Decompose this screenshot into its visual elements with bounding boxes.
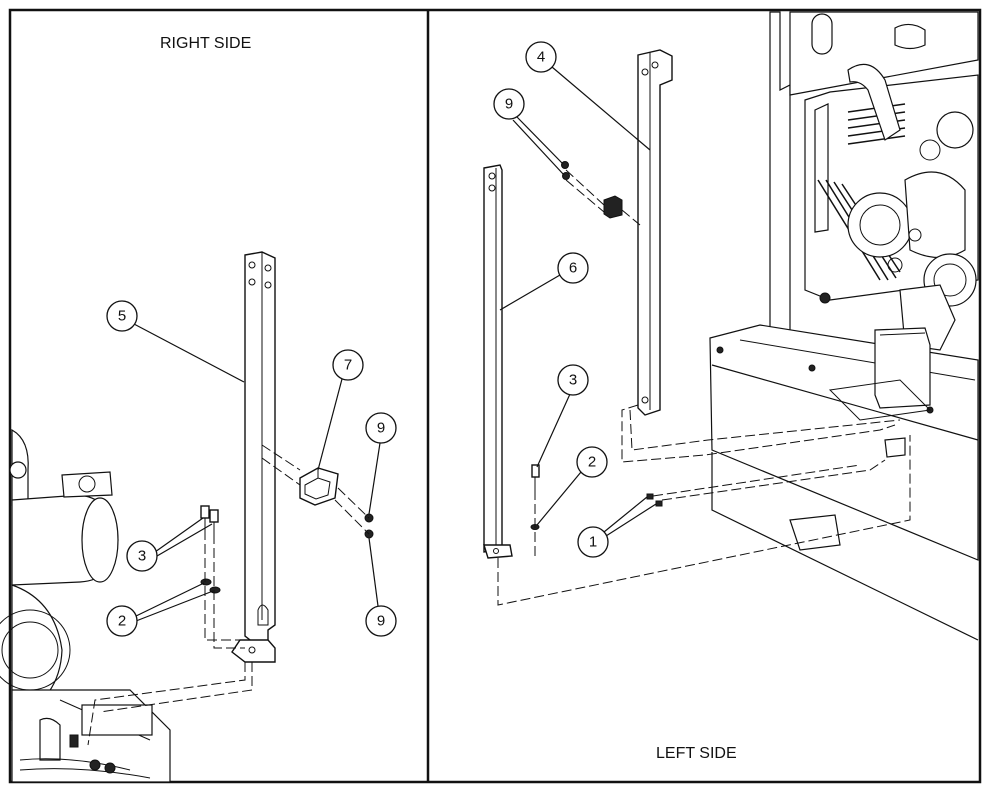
assembly-lines-right — [87, 444, 370, 746]
callout-6: 6 — [499, 252, 589, 311]
bolts-1-left — [646, 493, 663, 507]
support-bar-5 — [231, 251, 276, 663]
callout-9-lower-right: 9 — [365, 537, 397, 637]
svg-text:4: 4 — [537, 49, 545, 66]
callout-4: 4 — [525, 41, 651, 151]
callout-3-left: 3 — [536, 364, 589, 468]
callout-2-left: 2 — [536, 446, 608, 526]
svg-text:3: 3 — [138, 548, 146, 565]
callout-9-left: 9 — [493, 88, 565, 176]
svg-text:1: 1 — [589, 534, 597, 551]
bracket-left — [603, 195, 623, 219]
bolt-3-left — [531, 464, 540, 490]
generator-skid-base — [709, 324, 979, 641]
svg-text:9: 9 — [377, 420, 385, 437]
svg-text:9: 9 — [505, 96, 513, 113]
svg-text:5: 5 — [118, 308, 126, 325]
left-side-panel: LEFT SIDE — [483, 11, 979, 762]
callout-1: 1 — [577, 496, 657, 558]
callout-3-right: 3 — [126, 517, 213, 572]
left-side-label: LEFT SIDE — [656, 745, 737, 762]
svg-text:3: 3 — [569, 372, 577, 389]
svg-text:2: 2 — [588, 454, 596, 471]
right-side-panel: RIGHT SIDE — [0, 35, 397, 783]
nuts-9-left — [561, 161, 570, 180]
engine-fragment — [0, 428, 171, 783]
generator-frame — [769, 11, 979, 371]
svg-text:6: 6 — [569, 260, 577, 277]
svg-text:9: 9 — [377, 613, 385, 630]
support-bar-6 — [483, 164, 513, 559]
right-side-label: RIGHT SIDE — [160, 35, 251, 52]
bracket-7 — [299, 467, 339, 506]
svg-text:7: 7 — [344, 357, 352, 374]
outer-frame — [8, 8, 982, 784]
callout-7: 7 — [317, 349, 364, 471]
washers-2-right — [200, 578, 221, 594]
callout-5: 5 — [106, 300, 245, 383]
bolts-3-right — [200, 505, 219, 534]
callout-2-right: 2 — [106, 582, 214, 637]
assembly-lines-left — [497, 169, 911, 606]
callout-9-upper-right: 9 — [365, 412, 397, 515]
svg-text:2: 2 — [118, 613, 126, 630]
support-bar-4 — [637, 49, 673, 416]
